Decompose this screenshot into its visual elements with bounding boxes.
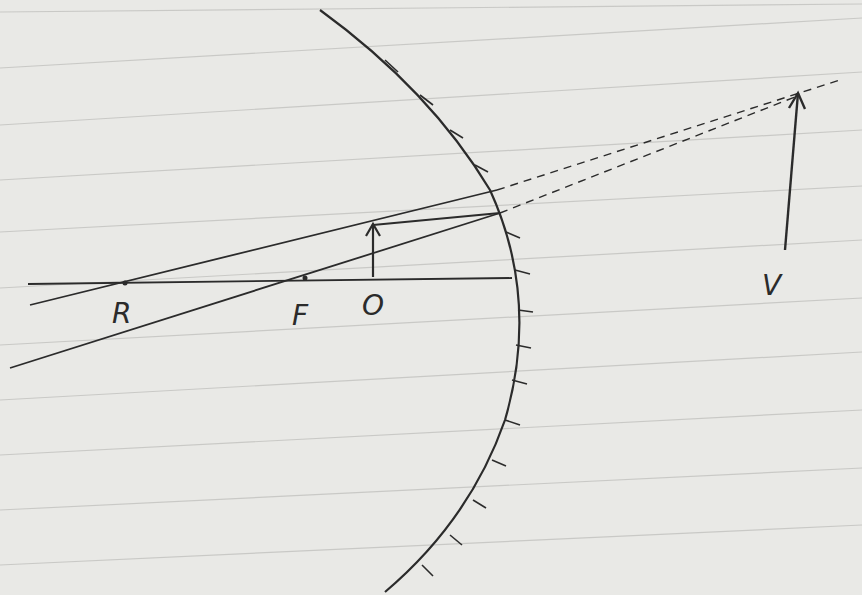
object-label: O (362, 292, 384, 320)
ruled-lines (0, 4, 862, 565)
reflected-ray (10, 213, 500, 368)
principal-axis (28, 278, 512, 284)
mirror-hatching (385, 60, 533, 576)
centre-label: R (112, 300, 131, 328)
image-arrow (785, 93, 805, 250)
concave-mirror (320, 10, 519, 592)
image-label: V (762, 272, 781, 300)
focus-point (303, 276, 308, 281)
centre-point (123, 281, 128, 286)
focus-label: F (292, 302, 308, 330)
object-arrow (366, 224, 380, 277)
